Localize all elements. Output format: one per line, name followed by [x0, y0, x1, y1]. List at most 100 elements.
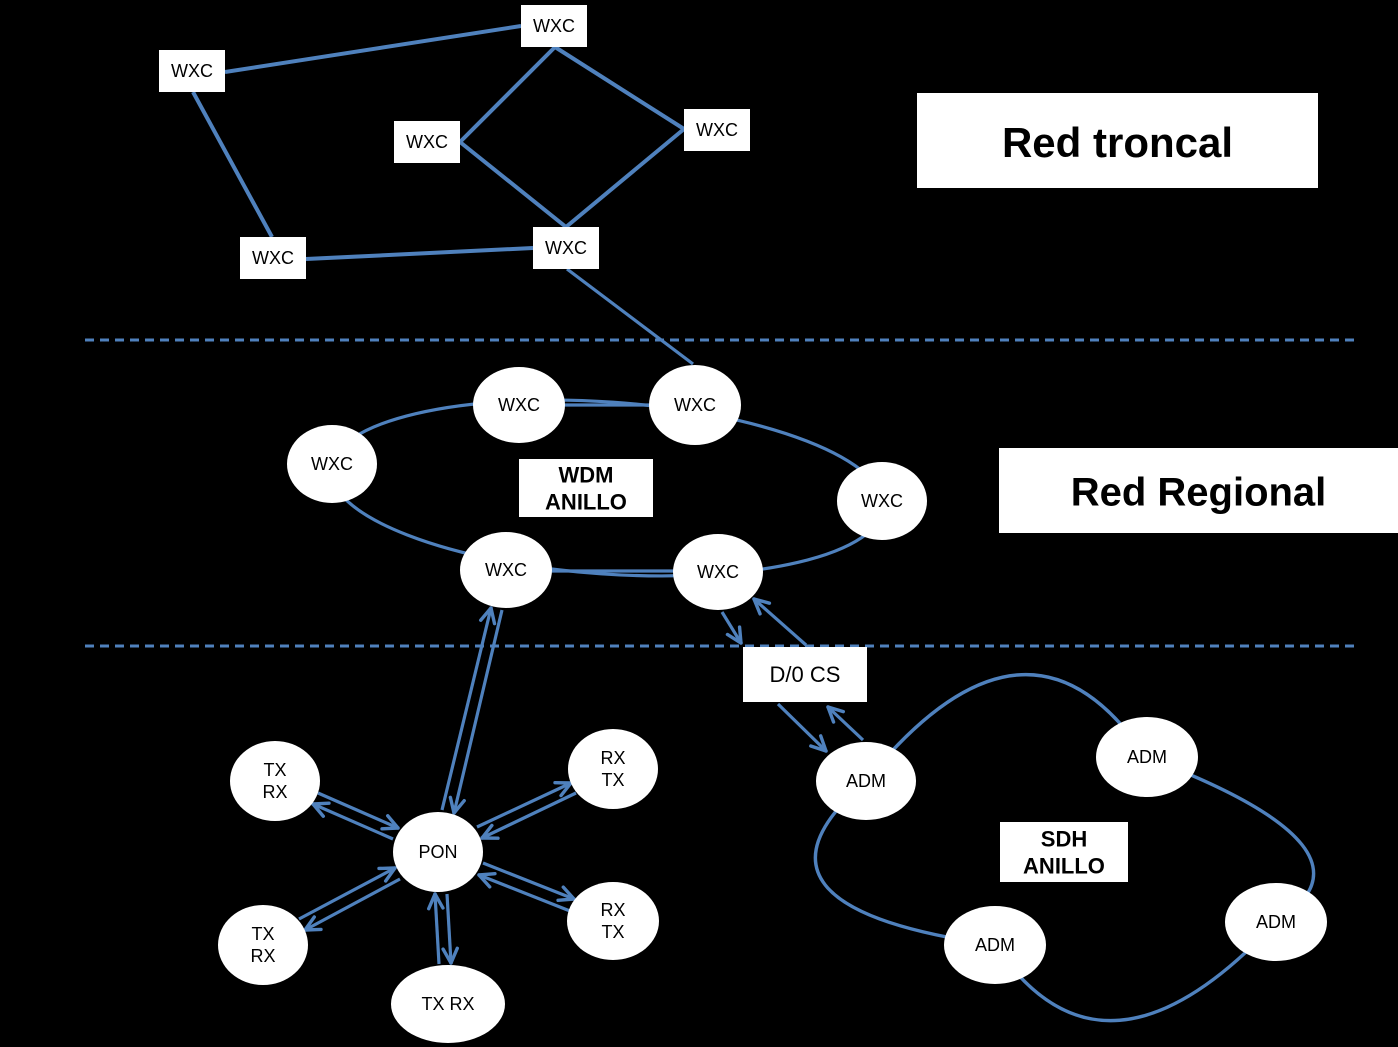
wdm-wxc-right-shape — [837, 462, 927, 540]
d0-cs-box: D/0 CS — [743, 647, 867, 702]
arrow-shaft — [298, 866, 396, 921]
link-line — [305, 246, 534, 261]
troncal-wxc-right: WXC — [684, 109, 750, 151]
troncal-wxc-bottom-left-box — [240, 237, 306, 279]
arrow-shaft — [440, 607, 493, 811]
red-regional-label: Red Regional — [999, 448, 1398, 533]
adm-bottom-label: ADM — [975, 935, 1015, 955]
arrow — [776, 702, 828, 753]
onu-bottom: TX RX — [391, 965, 505, 1043]
arrow-head — [311, 801, 331, 806]
link-line — [458, 45, 557, 144]
arrow — [440, 606, 497, 811]
arrow-head — [809, 744, 828, 753]
arrow — [477, 871, 571, 913]
wdm-anillo-label-box — [519, 459, 653, 517]
wdm-wxc-bottom-right: WXC — [673, 534, 763, 610]
wdm-wxc-top-left-shape — [473, 367, 565, 443]
d0-cs-box-box — [743, 647, 867, 702]
wdm-wxc-bottom-left-shape — [460, 532, 552, 608]
arrow — [427, 892, 445, 965]
adm-bottom: ADM — [944, 906, 1046, 984]
arrow-shaft — [312, 802, 394, 841]
arrow-head — [441, 947, 453, 965]
wdm-wxc-bottom-right-shape — [673, 534, 763, 610]
arrow-shaft — [433, 893, 441, 965]
arrow — [298, 866, 397, 921]
arrow — [441, 893, 459, 965]
arrow-shaft — [445, 893, 453, 964]
troncal-wxc-top-box — [521, 5, 587, 47]
arrow-head — [559, 781, 573, 798]
arrow-head — [819, 734, 828, 753]
link-line — [224, 24, 522, 74]
adm-top-right-shape — [1096, 717, 1198, 797]
arrow-head — [303, 927, 323, 932]
arrow-head — [556, 897, 576, 903]
arrow-head — [386, 814, 400, 830]
arrow-shaft — [826, 705, 865, 742]
arrow-head — [752, 597, 772, 605]
adm-left: ADM — [816, 742, 916, 820]
arrow — [720, 611, 743, 645]
wdm-wxc-left-shape — [287, 425, 377, 503]
wdm-wxc-top-right-shape — [649, 365, 741, 445]
arrow — [476, 780, 573, 829]
wdm-wxc-top-right-label: WXC — [674, 395, 716, 415]
arrow-shaft — [720, 611, 743, 644]
adm-bottom-shape — [944, 906, 1046, 984]
arrow-head — [489, 606, 497, 626]
arrow-shaft — [476, 781, 572, 829]
arrow — [752, 597, 808, 647]
wdm-wxc-top-left: WXC — [473, 367, 565, 443]
red-troncal-label-box — [917, 93, 1318, 188]
troncal-wxc-top-label: WXC — [533, 16, 575, 36]
arrow-head — [303, 915, 316, 932]
arrow-shaft — [317, 791, 399, 830]
arrow-shaft — [478, 873, 571, 913]
troncal-wxc-top-left-box — [159, 50, 225, 92]
wdm-wxc-right-label: WXC — [861, 491, 903, 511]
onu-top-right-shape — [568, 729, 658, 809]
arrow-head — [380, 826, 400, 831]
link-line — [566, 267, 694, 366]
wdm-wxc-top-left-label: WXC — [498, 395, 540, 415]
troncal-wxc-bottom-left-label: WXC — [252, 248, 294, 268]
onu-bottom-label: TX RX — [421, 994, 474, 1014]
wdm-wxc-bottom-right-label: WXC — [697, 562, 739, 582]
troncal-wxc-right-box — [684, 109, 750, 151]
troncal-wxc-bottom-label: WXC — [545, 238, 587, 258]
onu-bottom-left-shape — [218, 905, 308, 985]
sdh-anillo-label-box — [1000, 822, 1128, 882]
arrow-head — [433, 892, 445, 910]
arrow — [482, 861, 576, 903]
arrow-shaft — [481, 791, 577, 840]
adm-top-right: ADM — [1096, 717, 1198, 797]
arrow-shaft — [752, 597, 808, 647]
arrow-head — [449, 946, 459, 965]
red-regional-label-text: Red Regional — [1071, 471, 1327, 515]
adm-left-label: ADM — [846, 771, 886, 791]
wdm-wxc-left-label: WXC — [311, 454, 353, 474]
arrow-shaft — [452, 609, 504, 814]
arrow-head — [383, 866, 397, 883]
pon-node-shape — [393, 812, 483, 892]
arrow — [317, 791, 400, 831]
troncal-wxc-mid-box — [394, 121, 460, 163]
arrow-head — [826, 705, 846, 714]
arrow-head — [427, 892, 437, 911]
arrow-head — [448, 795, 456, 815]
troncal-wxc-top-left: WXC — [159, 50, 225, 92]
arrow-head — [477, 871, 497, 877]
troncal-wxc-right-label: WXC — [696, 120, 738, 140]
